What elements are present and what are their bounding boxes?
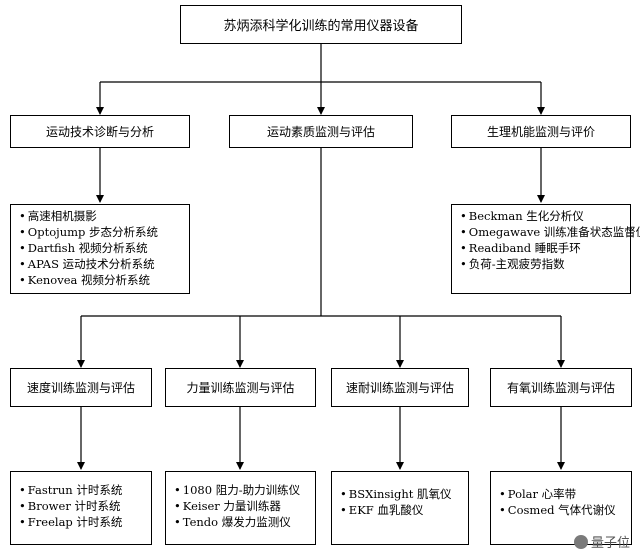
list-item: Beckman 生化分析仪	[460, 208, 630, 224]
list-item: Kenovea 视频分析系统	[19, 272, 189, 288]
list-item: Fastrun 计时系统	[19, 482, 151, 498]
watermark-text: 量子位	[590, 536, 630, 551]
physio-monitoring-node: 生理机能监测与评价	[451, 115, 631, 148]
endurance-training-node: 速耐训练监测与评估	[331, 368, 469, 407]
list-item: Brower 计时系统	[19, 498, 151, 514]
strength-training-node: 力量训练监测与评估	[165, 368, 316, 407]
endurance-training-label: 速耐训练监测与评估	[345, 381, 454, 395]
list-item: APAS 运动技术分析系统	[19, 256, 189, 272]
fitness-monitoring-node: 运动素质监测与评估	[229, 115, 413, 148]
physio-monitoring-label: 生理机能监测与评价	[486, 125, 595, 139]
list-item: Omegawave 训练准备状态监督仪	[460, 224, 640, 240]
root-label: 苏炳添科学化训练的常用仪器设备	[223, 19, 419, 34]
list-item: Readiband 睡眠手环	[460, 240, 630, 256]
aerobic-training-node: 有氧训练监测与评估	[490, 368, 632, 407]
list-item: Polar 心率带	[499, 486, 631, 502]
list-item: Freelap 计时系统	[19, 514, 151, 530]
fitness-monitoring-label: 运动素质监测与评估	[266, 125, 375, 139]
strength-equipment-list: 1080 阻力-助力训练仪 Keiser 力量训练器 Tendo 爆发力监测仪	[165, 471, 316, 545]
tech-equipment-list: 高速相机摄影 Optojump 步态分析系统 Dartfish 视频分析系统 A…	[10, 204, 190, 294]
endurance-equipment-list: BSXinsight 肌氧仪 EKF 血乳酸仪	[331, 471, 469, 545]
list-item: Dartfish 视频分析系统	[19, 240, 189, 256]
tech-diagnosis-label: 运动技术诊断与分析	[45, 125, 154, 139]
strength-training-label: 力量训练监测与评估	[186, 381, 295, 395]
aerobic-training-label: 有氧训练监测与评估	[506, 381, 615, 395]
list-item: Tendo 爆发力监测仪	[174, 514, 315, 530]
list-item: Keiser 力量训练器	[174, 498, 315, 514]
list-item: 1080 阻力-助力训练仪	[174, 482, 315, 498]
physio-equipment-list: Beckman 生化分析仪 Omegawave 训练准备状态监督仪 Readib…	[451, 204, 640, 294]
speed-training-label: 速度训练监测与评估	[26, 381, 135, 395]
list-item: 高速相机摄影	[19, 208, 189, 224]
list-item: Cosmed 气体代谢仪	[499, 502, 631, 518]
watermark: 量子位	[573, 532, 630, 551]
list-item: EKF 血乳酸仪	[340, 502, 468, 518]
root-node: 苏炳添科学化训练的常用仪器设备	[180, 5, 462, 44]
brand-logo-icon	[573, 534, 588, 549]
list-item: BSXinsight 肌氧仪	[340, 486, 468, 502]
list-item: 负荷-主观疲劳指数	[460, 256, 630, 272]
tech-diagnosis-node: 运动技术诊断与分析	[10, 115, 190, 148]
list-item: Optojump 步态分析系统	[19, 224, 189, 240]
speed-equipment-list: Fastrun 计时系统 Brower 计时系统 Freelap 计时系统	[10, 471, 152, 545]
speed-training-node: 速度训练监测与评估	[10, 368, 152, 407]
aerobic-equipment-list: Polar 心率带 Cosmed 气体代谢仪	[490, 471, 632, 545]
